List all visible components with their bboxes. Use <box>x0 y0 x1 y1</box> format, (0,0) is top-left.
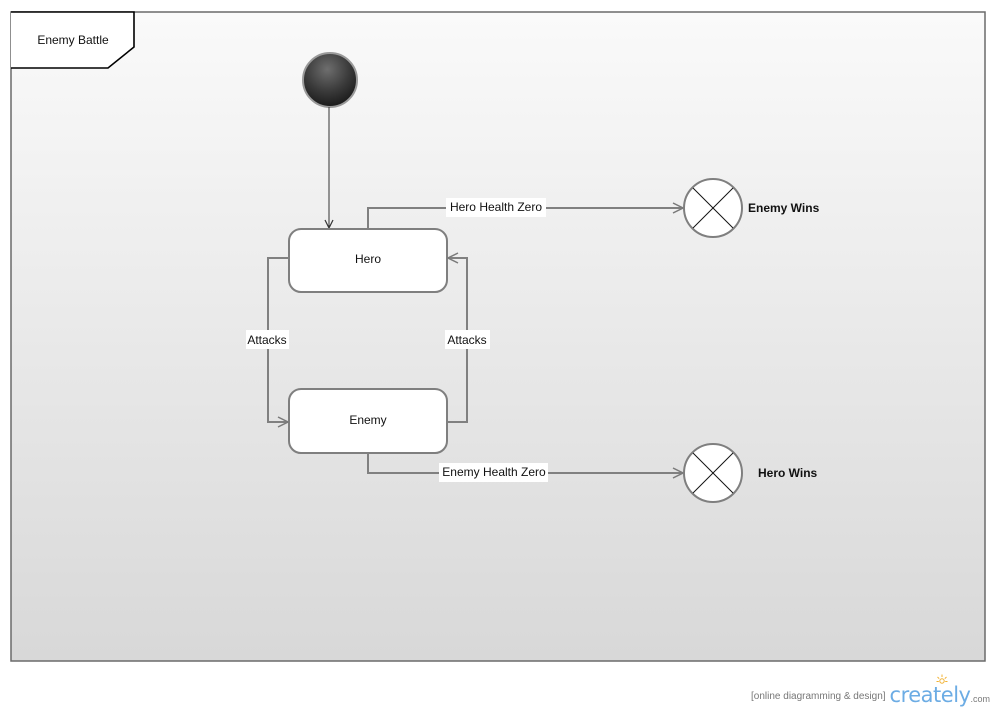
transition-enemy-health-zero-label: Enemy Health Zero <box>442 465 546 479</box>
final-state-hero-wins[interactable] <box>683 443 743 503</box>
state-hero[interactable]: Hero <box>288 228 448 293</box>
sun-icon <box>936 674 948 684</box>
final-state-enemy-wins-label: Enemy Wins <box>748 201 820 215</box>
transition-hero-attacks-label: Attacks <box>247 333 286 347</box>
transition-hero-attacks[interactable]: Attacks <box>246 257 289 422</box>
frame-title: Enemy Battle <box>37 33 109 47</box>
footer-branding: [online diagramming & design] creately .… <box>751 674 990 707</box>
logo-wordmark: creately <box>889 683 971 707</box>
transition-hero-health-zero[interactable]: Hero Health Zero <box>367 198 683 229</box>
state-enemy-label: Enemy <box>349 413 386 427</box>
state-enemy[interactable]: Enemy <box>288 388 448 454</box>
transition-enemy-attacks[interactable]: Attacks <box>445 258 490 423</box>
transition-enemy-attacks-label: Attacks <box>447 333 486 347</box>
transition-hero-health-zero-label: Hero Health Zero <box>450 200 542 214</box>
final-state-hero-wins-label: Hero Wins <box>758 466 818 480</box>
final-state-enemy-wins[interactable] <box>683 178 743 238</box>
footer-tagline: [online diagramming & design] <box>751 691 886 702</box>
transition-enemy-health-zero[interactable]: Enemy Health Zero <box>367 453 683 482</box>
frame-title-tab: Enemy Battle <box>11 11 135 69</box>
creately-logo: creately .com <box>889 674 990 707</box>
initial-node <box>302 52 358 108</box>
state-hero-label: Hero <box>355 252 381 266</box>
diagram-frame <box>10 11 986 662</box>
logo-domain: .com <box>970 694 990 704</box>
